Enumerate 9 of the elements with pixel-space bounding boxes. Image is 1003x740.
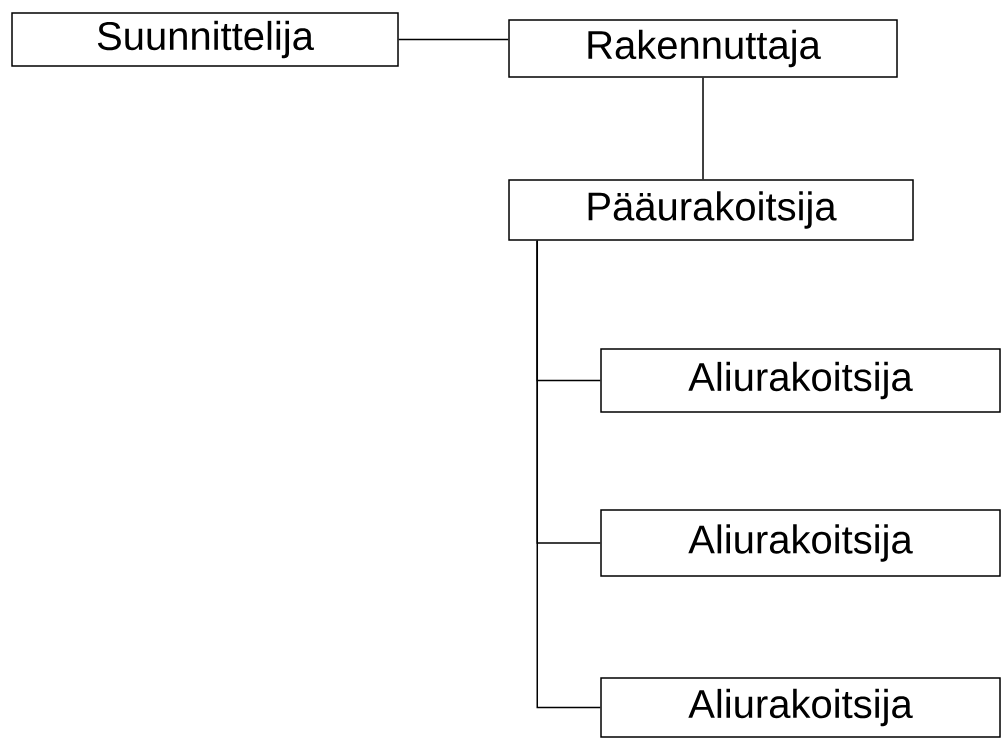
role-box: Aliurakoitsija: [600, 509, 1001, 577]
role-box: Suunnittelija: [11, 12, 399, 67]
connector-line: [702, 77, 704, 180]
role-box: Pääurakoitsija: [508, 179, 914, 241]
role-box: Aliurakoitsija: [600, 348, 1001, 413]
connector-line: [398, 38, 509, 41]
connector-line: [536, 240, 601, 709]
role-box: Rakennuttaja: [508, 19, 898, 78]
role-box: Aliurakoitsija: [600, 677, 1001, 738]
